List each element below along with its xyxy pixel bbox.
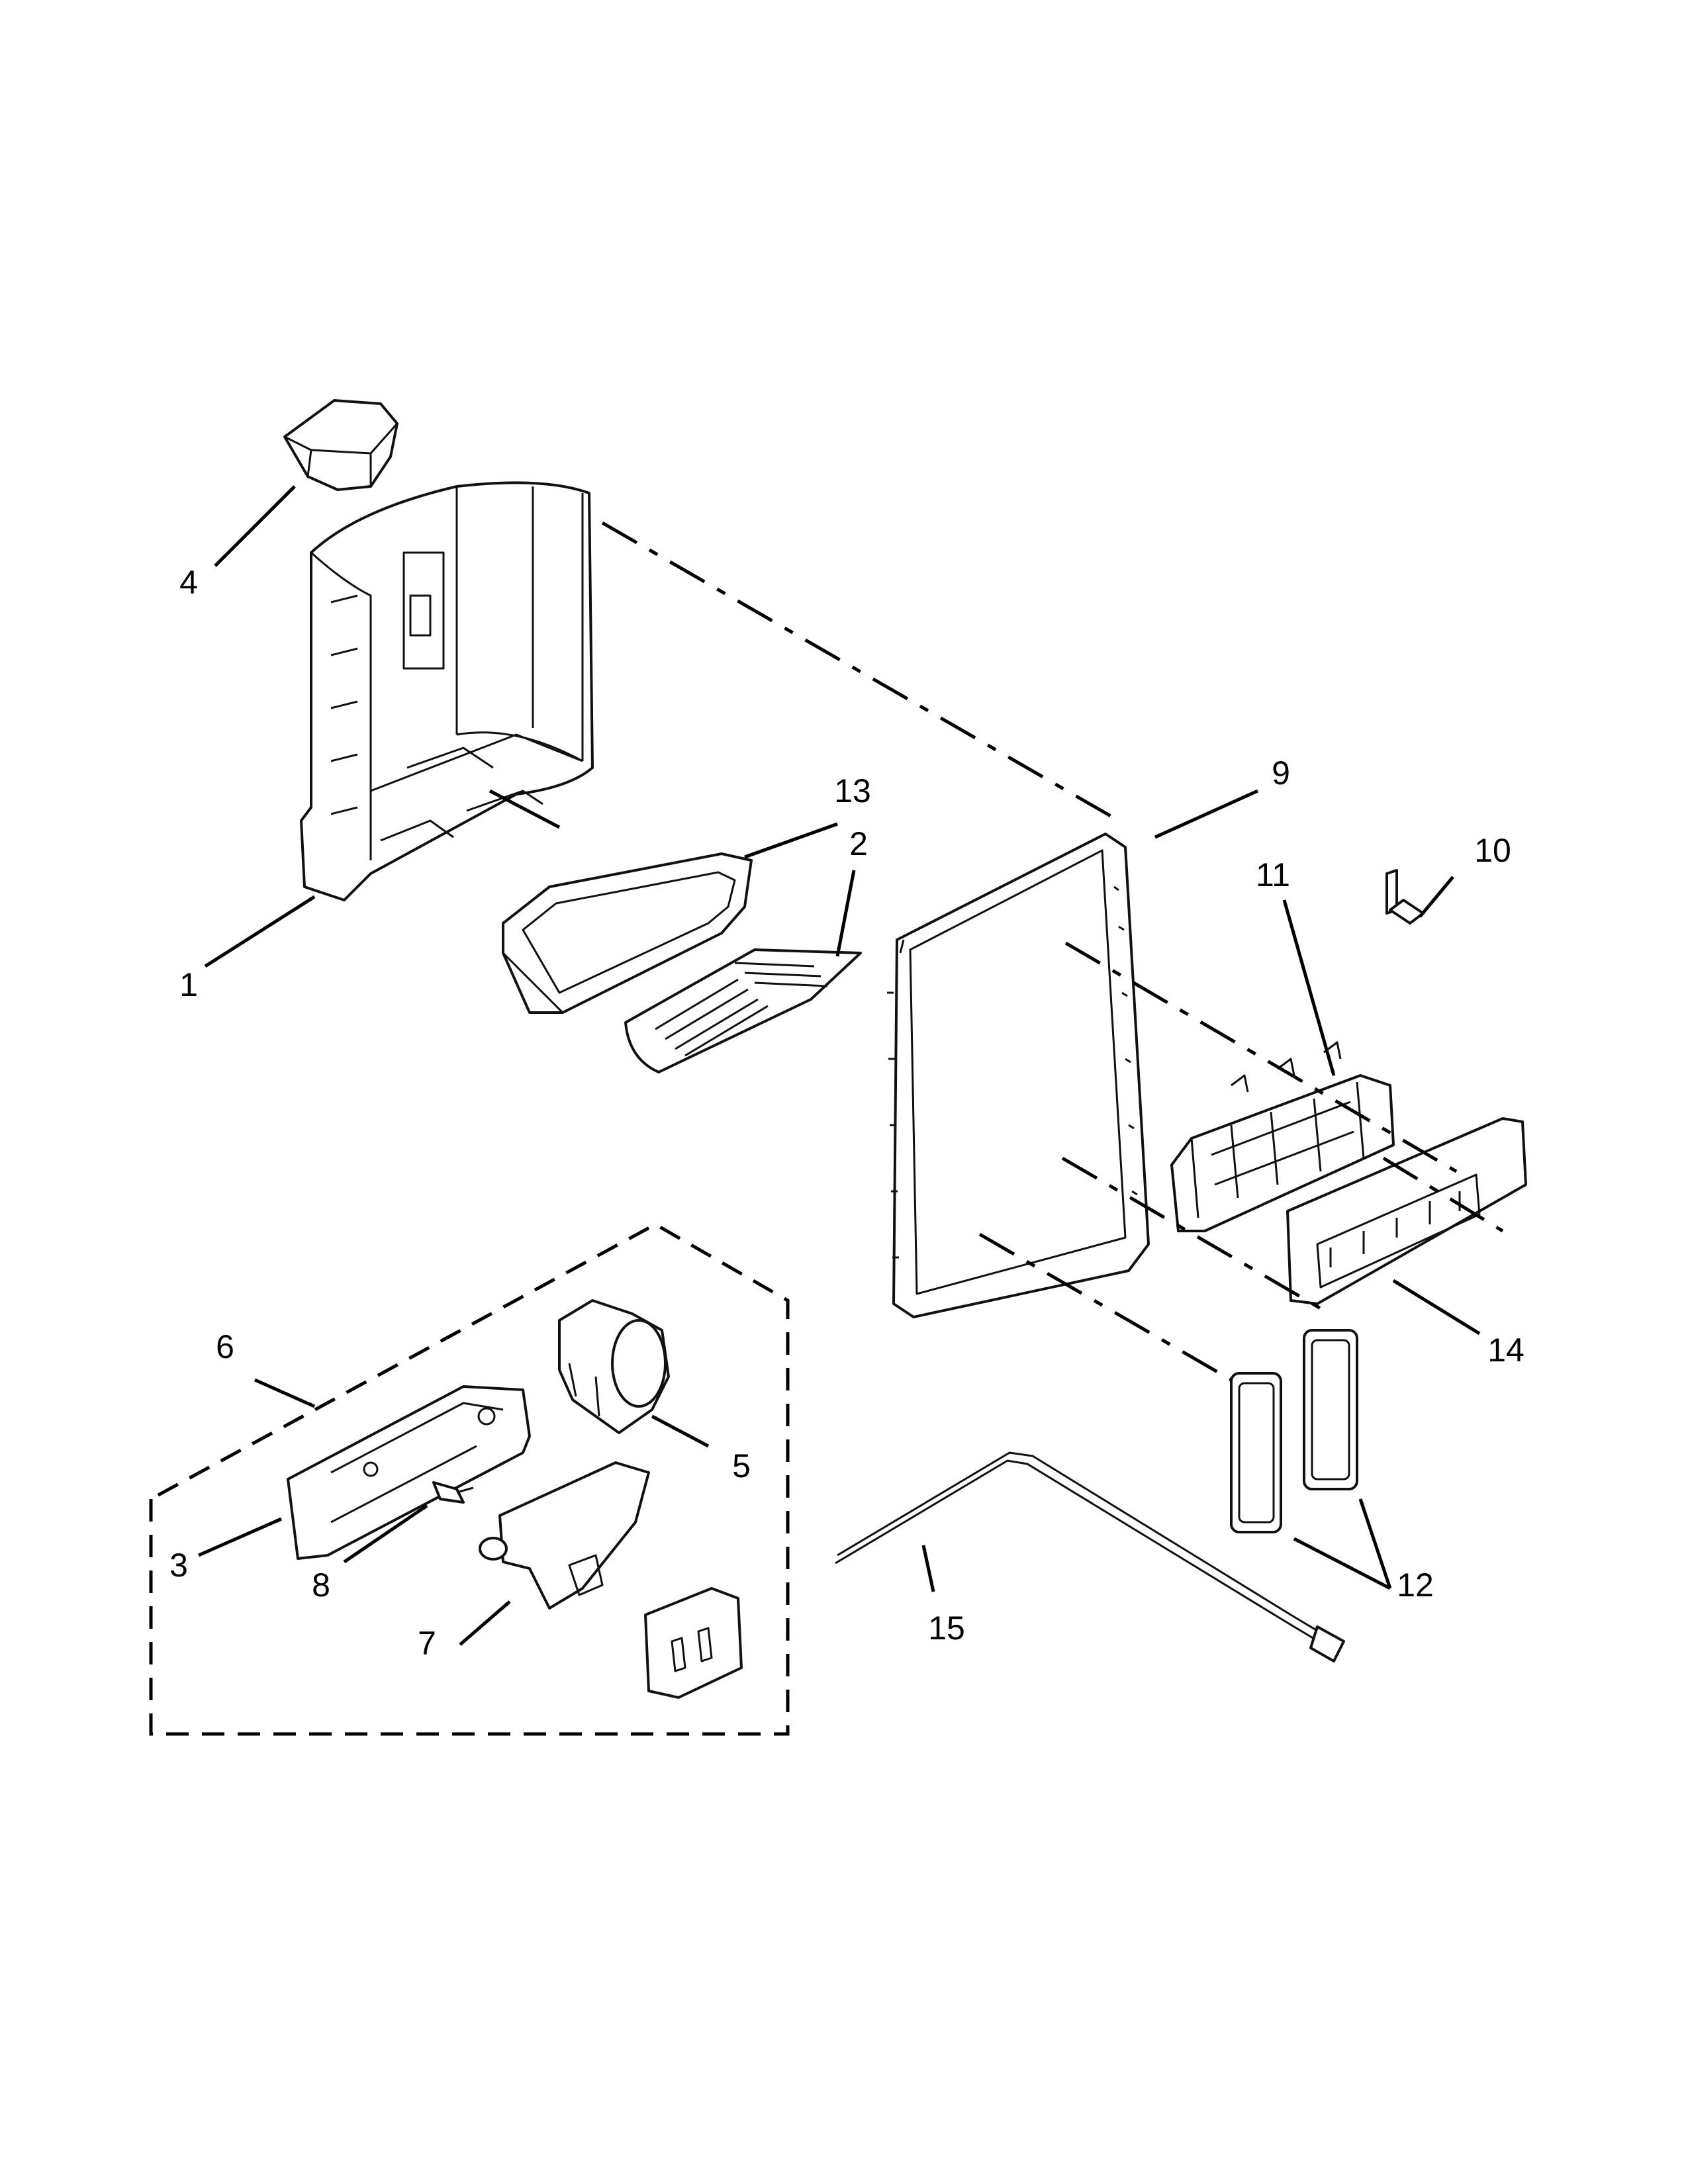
callout-15: 15	[928, 1610, 965, 1647]
part-1-housing	[300, 481, 594, 901]
part-8-screw	[432, 1481, 474, 1504]
part-7-actuator	[479, 1461, 650, 1610]
callout-4: 4	[179, 564, 198, 601]
callout-3: 3	[169, 1547, 188, 1584]
callout-5: 5	[732, 1447, 751, 1484]
part-13-tray	[502, 852, 753, 1014]
callout-9: 9	[1272, 754, 1290, 792]
alignment-lines	[489, 521, 1504, 1382]
part-14-control-panel	[1286, 1117, 1527, 1305]
part-2-grille	[624, 948, 862, 1073]
callout-14: 14	[1487, 1332, 1524, 1369]
callout-7: 7	[418, 1625, 436, 1662]
leader-arrows	[197, 485, 1481, 1646]
part-10-clip	[1385, 869, 1425, 925]
part-9-frame	[887, 833, 1150, 1318]
part-11-bracket	[1170, 1041, 1395, 1232]
part-5-motor	[558, 1299, 670, 1434]
callout-8: 8	[312, 1567, 330, 1604]
part-15-wire	[835, 1451, 1345, 1662]
part-3-bracket	[287, 1385, 531, 1560]
callout-12: 12	[1397, 1567, 1434, 1604]
callout-6: 6	[216, 1328, 234, 1365]
callout-labels: 4 1 13 2 9 10 11 14 12 15 6 5 3 8 7	[169, 564, 1524, 1662]
part-6-paddle	[644, 1587, 743, 1699]
part-12-buttons	[1230, 1329, 1358, 1533]
callout-13: 13	[834, 772, 871, 809]
callout-2: 2	[849, 825, 868, 862]
part-4-cup	[283, 399, 399, 491]
callout-10: 10	[1474, 832, 1511, 869]
callout-1: 1	[179, 966, 198, 1003]
callout-11: 11	[1256, 856, 1290, 893]
assembly-boundary-dashed	[149, 1222, 790, 1736]
